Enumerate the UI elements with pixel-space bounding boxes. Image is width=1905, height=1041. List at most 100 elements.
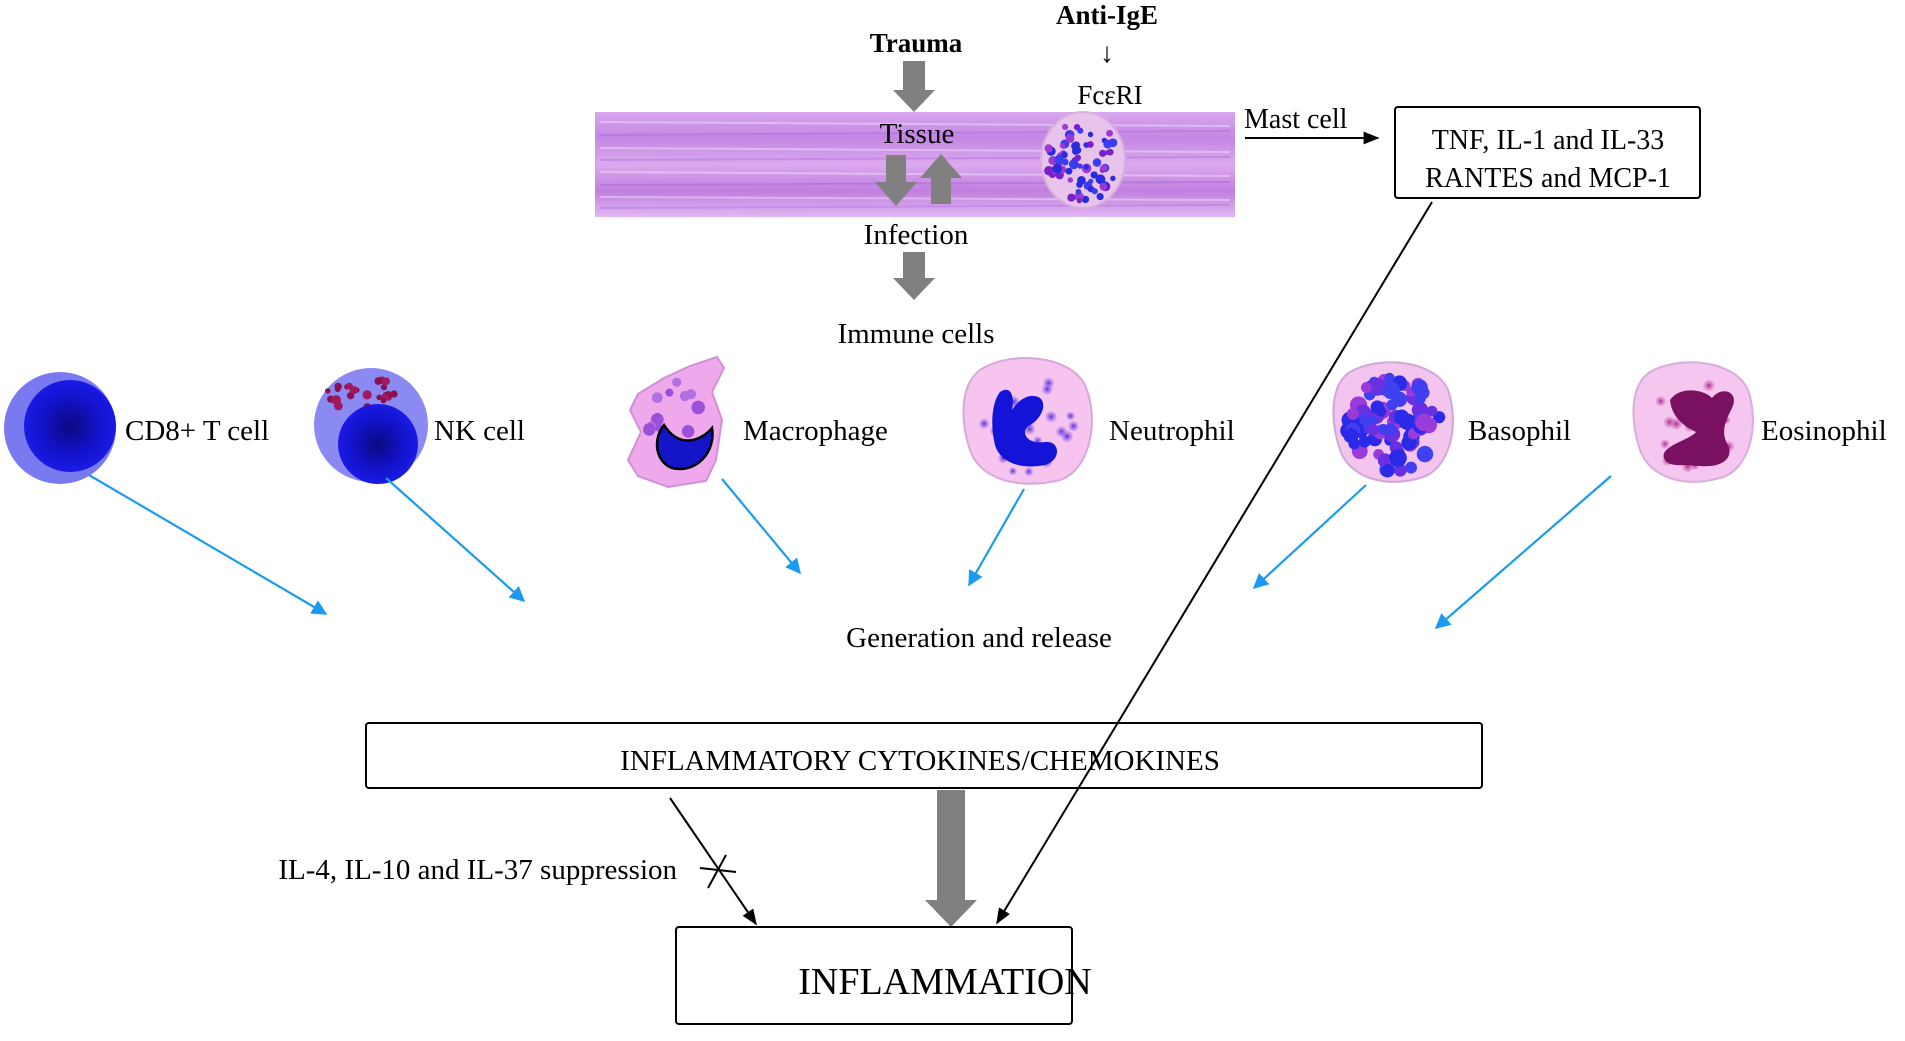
- mediators-line-1: TNF, IL-1 and IL-33: [1432, 125, 1665, 156]
- granule: [1099, 182, 1108, 191]
- granule: [1368, 378, 1386, 396]
- granule: [1061, 158, 1069, 166]
- granule: [1358, 435, 1371, 448]
- granule: [1384, 372, 1395, 384]
- granule: [1405, 461, 1417, 474]
- granule: [650, 413, 664, 426]
- granule: [1067, 177, 1073, 183]
- trauma-label: Trauma: [870, 28, 963, 58]
- neutrophil-release-arrow: [968, 488, 1025, 587]
- granule: [1075, 188, 1082, 195]
- granule: [1087, 131, 1094, 138]
- granule: [1416, 445, 1434, 463]
- granule: [1382, 381, 1401, 400]
- tissue-band: [595, 112, 1235, 217]
- granule: [1071, 141, 1080, 151]
- granule: [665, 388, 674, 397]
- inflammation-box-text: INFLAMMATION: [798, 961, 1091, 1003]
- granule: [1099, 149, 1107, 157]
- granule: [1074, 191, 1084, 202]
- granule: [1346, 407, 1359, 420]
- granule: [1086, 141, 1094, 148]
- granule: [679, 390, 691, 402]
- granule: [643, 423, 656, 436]
- infection-label: Infection: [864, 219, 969, 251]
- granule: [1054, 154, 1064, 165]
- granule: [382, 377, 391, 386]
- granule: [1041, 383, 1053, 395]
- granule: [1103, 139, 1113, 149]
- granule: [1067, 193, 1076, 202]
- tissue-up-arrow: [920, 154, 962, 204]
- anti-ige-label: Anti-IgE: [1056, 0, 1158, 30]
- granule: [1044, 144, 1053, 153]
- cell-label-macrophage: Macrophage: [743, 415, 888, 447]
- granule: [1076, 181, 1083, 188]
- granule: [1061, 151, 1068, 159]
- granule: [1081, 195, 1090, 204]
- granule: [380, 384, 388, 391]
- macrophage-icon: [626, 355, 726, 489]
- granule: [1065, 134, 1075, 143]
- cell-label-neutrophil: Neutrophil: [1109, 415, 1235, 447]
- granule: [376, 394, 383, 401]
- granule: [1068, 159, 1079, 170]
- cell-label-nk: NK cell: [434, 415, 525, 447]
- granule: [1061, 123, 1069, 130]
- cytokines-to-inflammation-arrow: [925, 790, 977, 927]
- granule: [1670, 418, 1683, 430]
- granule: [691, 400, 705, 415]
- granule: [380, 397, 387, 404]
- granule: [1386, 399, 1398, 411]
- granule: [1066, 411, 1075, 421]
- granule: [1077, 163, 1083, 169]
- blue-arrows: [88, 474, 1612, 630]
- granule: [1110, 175, 1116, 182]
- granule: [1384, 423, 1397, 436]
- granule: [1376, 406, 1387, 417]
- granule: [672, 377, 682, 387]
- granule: [651, 392, 663, 403]
- fceri-label: FcεRI: [1077, 80, 1142, 110]
- granule: [1045, 410, 1057, 423]
- granule: [1415, 413, 1433, 432]
- granule: [1411, 379, 1428, 396]
- granule: [1052, 163, 1062, 174]
- granule: [1061, 430, 1074, 443]
- granule: [1381, 463, 1395, 478]
- granule: [1106, 148, 1114, 156]
- granule: [331, 395, 342, 405]
- granule: [390, 390, 398, 398]
- mast-cell-label: Mast cell: [1244, 104, 1348, 135]
- suppression-arrow: [669, 797, 757, 926]
- granule: [1091, 188, 1098, 195]
- granule: [1090, 171, 1098, 179]
- nk-release-arrow: [385, 477, 526, 603]
- mast-cell-mediators-box: [1394, 106, 1701, 199]
- cytokines-box: [365, 722, 1483, 789]
- granule: [681, 425, 695, 438]
- granule: [1077, 127, 1084, 134]
- granule: [1703, 379, 1715, 392]
- granule: [349, 385, 358, 395]
- anti-ige-arrow-icon: ↓: [1100, 38, 1114, 69]
- cell-label-basophil: Basophil: [1468, 415, 1571, 447]
- granule: [1426, 405, 1438, 417]
- eosinophil-release-arrow: [1434, 475, 1612, 630]
- granule: [1044, 165, 1054, 176]
- granule: [325, 388, 331, 394]
- granule: [374, 377, 383, 385]
- granule: [1360, 382, 1372, 393]
- tissue-label: Tissue: [880, 118, 955, 150]
- cell-label-cd8: CD8+ T cell: [125, 415, 269, 447]
- granule: [1083, 164, 1090, 170]
- mediators-line-2: RANTES and MCP-1: [1425, 163, 1671, 194]
- granule: [1106, 129, 1114, 137]
- cd8-release-arrow: [88, 474, 328, 615]
- granule: [1059, 142, 1066, 149]
- cell-label-eosinophil: Eosinophil: [1761, 415, 1887, 447]
- granule: [1343, 427, 1359, 444]
- granule: [334, 382, 342, 391]
- inflammation-box: [675, 926, 1073, 1025]
